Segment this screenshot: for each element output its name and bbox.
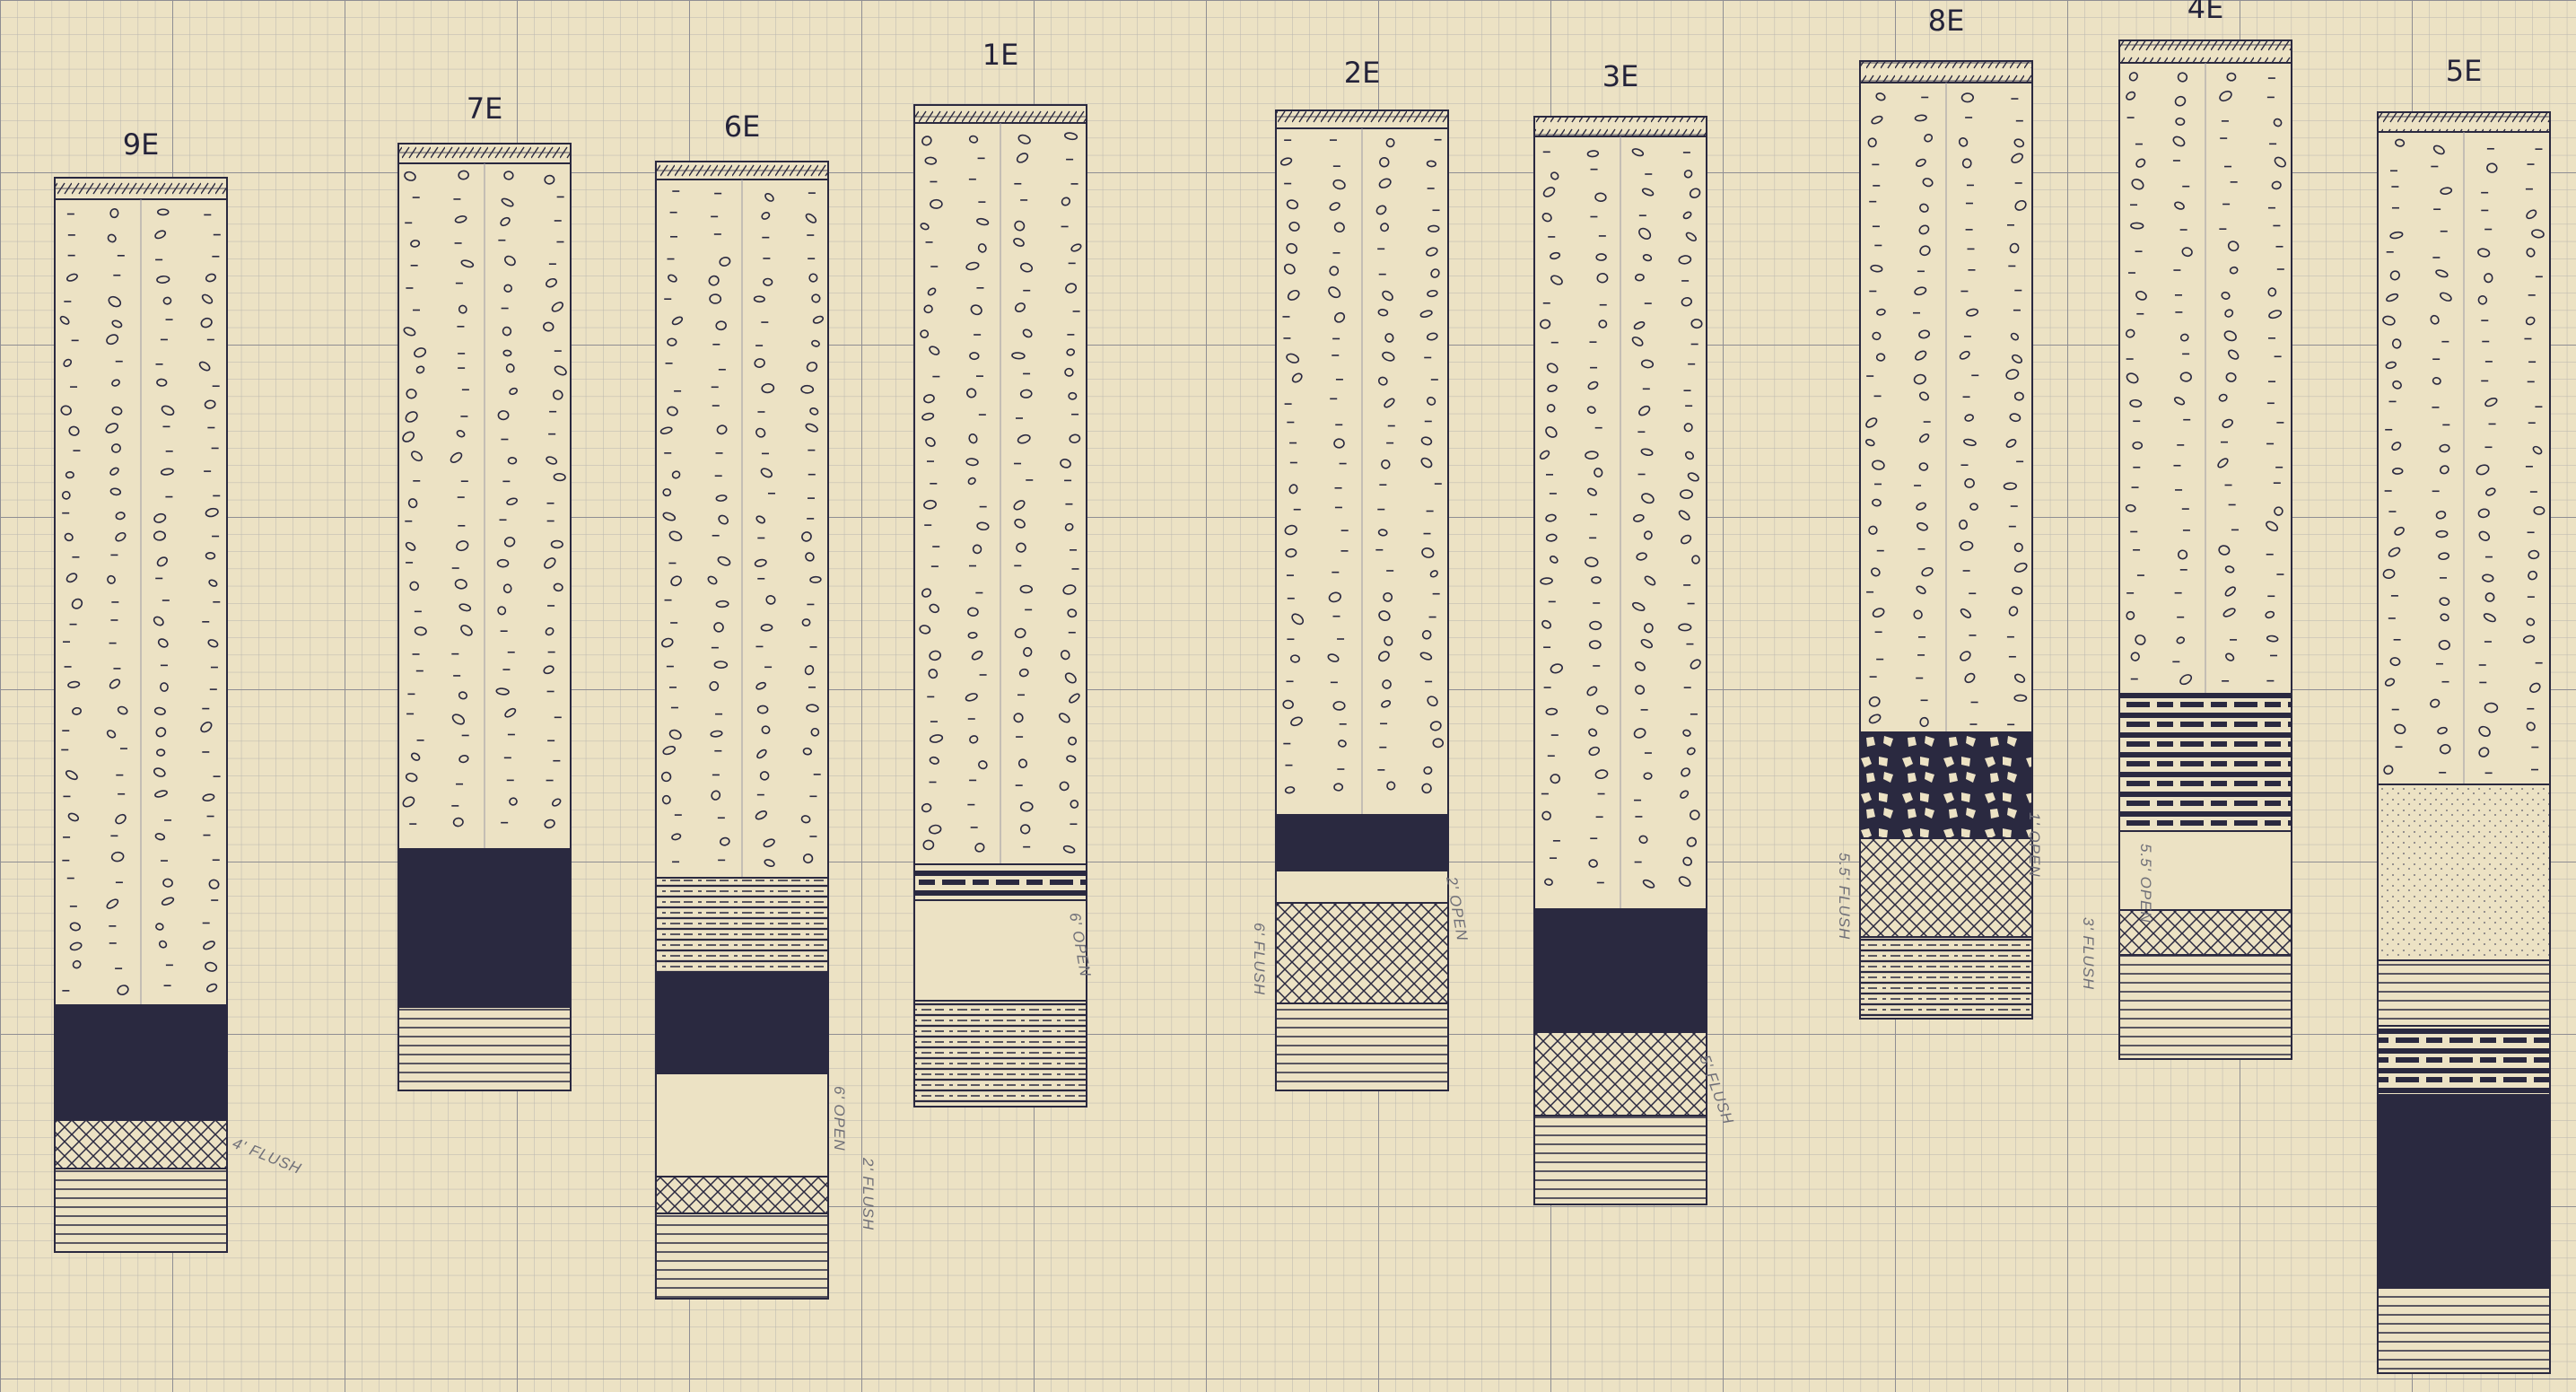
- layer-bar-dashes: [2378, 1026, 2550, 1095]
- layer-note: 5.5' OPEN: [2137, 844, 2154, 924]
- layer-solid: [1534, 909, 1707, 1032]
- layer-dashed-lines: [656, 878, 828, 972]
- layer-topsoil: [656, 162, 828, 179]
- borehole-column-8e: 8E 5.5' FLUSH 1' OPEN: [1836, 4, 2043, 1019]
- layer-topsoil: [1534, 117, 1707, 136]
- layer-blocky: [1860, 732, 2032, 838]
- layer-note: 1' OPEN: [2026, 812, 2043, 878]
- layer-solid: [2378, 1095, 2550, 1288]
- layer-horizontal-lines: [1534, 1116, 1707, 1204]
- layer-open: [914, 900, 1087, 1001]
- layer-topsoil: [914, 105, 1087, 123]
- layer-horizontal-lines: [2119, 955, 2292, 1059]
- layer-horizontal-lines: [656, 1213, 828, 1299]
- borehole-column-3e: 3E5' FLUSH: [1534, 59, 1737, 1204]
- layer-horizontal-lines: [2378, 960, 2550, 1026]
- layer-topsoil: [1860, 61, 2032, 83]
- layer-note: 6' FLUSH: [1251, 923, 1268, 995]
- column-label: 7E: [467, 92, 503, 126]
- layer-cross-hatch: [1534, 1032, 1707, 1116]
- layer-cross-hatch: [55, 1120, 227, 1169]
- layer-open: [1276, 871, 1448, 903]
- layer-open: [656, 1073, 828, 1177]
- layer-dashed-lines: [1860, 937, 2032, 1019]
- borehole-column-5e: 5E: [2378, 54, 2550, 1373]
- layer-bar-dashes: [914, 864, 1087, 900]
- column-label: 8E: [1928, 4, 1965, 38]
- layer-topsoil: [1276, 110, 1448, 128]
- layer-cross-hatch: [1276, 903, 1448, 1003]
- layer-horizontal-lines: [398, 1007, 571, 1090]
- layer-bar-dashes: [2119, 694, 2292, 831]
- layer-topsoil: [398, 144, 571, 163]
- layer-note: 5.5' FLUSH: [1836, 853, 1853, 940]
- layer-topsoil: [2378, 112, 2550, 132]
- layer-solid: [398, 849, 571, 1007]
- column-label: 9E: [123, 127, 160, 162]
- layer-stipple: [2378, 784, 2550, 960]
- column-label: 3E: [1602, 59, 1639, 93]
- layer-note: 2' FLUSH: [860, 1157, 877, 1230]
- column-label: 6E: [724, 109, 761, 144]
- layer-note: 6' OPEN: [831, 1086, 848, 1151]
- layer-topsoil: [2119, 40, 2292, 63]
- borehole-column-1e: 1E6' OPEN: [914, 38, 1094, 1107]
- layer-horizontal-lines: [2378, 1288, 2550, 1373]
- layer-cross-hatch: [656, 1177, 828, 1213]
- layer-solid: [656, 972, 828, 1073]
- column-label: 5E: [2446, 54, 2483, 88]
- layer-solid: [55, 1005, 227, 1120]
- layer-horizontal-lines: [55, 1169, 227, 1252]
- layer-horizontal-lines: [1276, 1003, 1448, 1090]
- column-label: 1E: [982, 38, 1019, 72]
- column-label: 2E: [1344, 56, 1381, 90]
- layer-cross-hatch: [1860, 838, 2032, 937]
- layer-note: 3' FLUSH: [2080, 917, 2097, 990]
- column-label: 4E: [2187, 0, 2224, 25]
- layer-dashed-lines: [914, 1001, 1087, 1107]
- layer-solid: [1276, 815, 1448, 871]
- borehole-column-7e: 7E: [398, 92, 571, 1090]
- layer-topsoil: [55, 178, 227, 199]
